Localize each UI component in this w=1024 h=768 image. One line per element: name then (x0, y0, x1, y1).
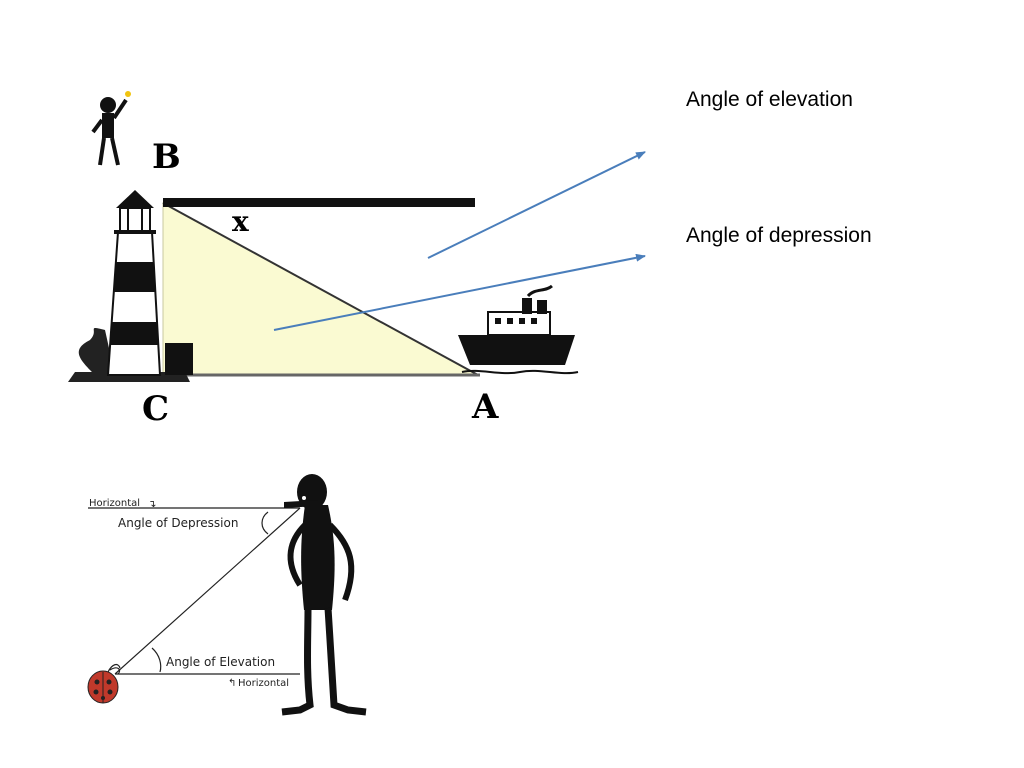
elevation-callout-arrow (427, 151, 646, 259)
horizontal-top-label: Horizontal (89, 498, 140, 509)
lighthouse-icon (68, 190, 193, 382)
label-angle-x: x (232, 205, 249, 238)
person-icon (91, 91, 131, 166)
man-icon (281, 474, 367, 716)
elevation-angle-arc (151, 647, 162, 673)
ship-icon (458, 284, 579, 375)
ladybug-icon (87, 663, 121, 704)
label-a: A (471, 387, 499, 427)
callout-angle-of-elevation: Angle of elevation (686, 88, 853, 111)
depression-angle-arc (261, 511, 269, 535)
ladybug-man-figure: Horizontal ↴ Angle of Depression Angle o… (87, 474, 367, 716)
angle-elevation-label: Angle of Elevation (166, 655, 275, 669)
line-of-sight (114, 507, 301, 675)
angle-depression-label: Angle of Depression (118, 516, 238, 530)
lighthouse-ship-figure: B C A x (68, 91, 579, 429)
horizontal-top-arrow-glyph: ↴ (148, 499, 156, 510)
depression-callout-arrow (273, 253, 646, 331)
hypotenuse-line (162, 202, 479, 376)
horizontal-bar (163, 198, 475, 207)
label-b: B (152, 137, 181, 177)
label-c: C (142, 389, 169, 429)
horizontal-bottom-arrow-glyph: ↰ (228, 678, 236, 689)
horizontal-bottom-label: Horizontal (238, 678, 289, 689)
callout-angle-of-depression: Angle of depression (686, 224, 872, 247)
